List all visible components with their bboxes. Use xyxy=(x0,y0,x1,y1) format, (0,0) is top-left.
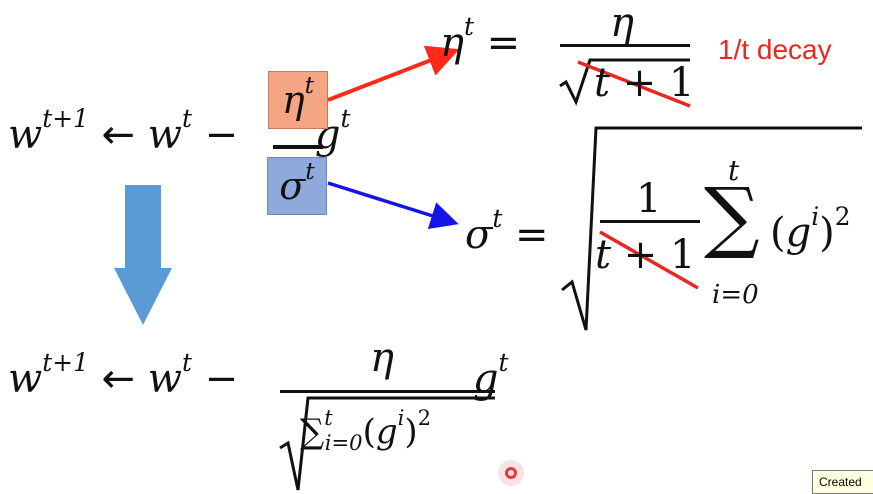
pointer-indicator xyxy=(498,460,524,486)
t-superscript: t xyxy=(463,11,474,41)
g-symbol: g xyxy=(785,210,812,256)
numerator-one: 1 xyxy=(636,176,662,222)
i-superscript: i xyxy=(811,201,820,231)
eta-symbol: η xyxy=(440,20,464,66)
summation-sign: ∑ xyxy=(704,172,760,262)
sigma-definition-lhs: σt = xyxy=(465,206,549,258)
sigma-symbol: σ xyxy=(279,164,306,208)
sigma-denominator: t + 1 xyxy=(595,232,695,278)
sigma-highlight-box: σt xyxy=(267,157,327,215)
fraction-bar xyxy=(600,220,700,223)
down-arrow xyxy=(114,185,172,325)
t-superscript: t xyxy=(340,103,351,133)
squared-exponent: 2 xyxy=(417,405,432,431)
eta-symbol: η xyxy=(281,78,305,122)
minus-sign: − xyxy=(204,112,239,158)
w-symbol: w xyxy=(147,356,182,402)
strike-t-plus-1-sigma xyxy=(599,230,699,290)
t-superscript: t xyxy=(492,203,503,233)
assign-arrow: ← xyxy=(101,112,136,158)
equals-sign: = xyxy=(515,212,549,258)
squared-exponent: 2 xyxy=(834,201,851,231)
assign-arrow: ← xyxy=(101,356,136,402)
t-symbol: t xyxy=(594,60,611,106)
fraction-bar xyxy=(280,390,495,393)
plus-one: + 1 xyxy=(623,232,696,278)
eta-definition-lhs: ηt = xyxy=(440,14,521,66)
fraction-bar xyxy=(560,44,690,47)
eta-t-term: ηt xyxy=(269,73,327,122)
fraction-bar xyxy=(273,145,323,149)
t-superscript: t xyxy=(304,70,315,99)
blue-arrow xyxy=(327,181,459,230)
eta-highlight-box: ηt xyxy=(268,71,328,129)
sqrt-sigma-outer xyxy=(561,126,862,331)
red-arrow xyxy=(327,45,460,102)
i-superscript: i xyxy=(397,405,405,431)
update-rule-adagrad: wt+1 ← wt − gt xyxy=(8,350,508,402)
sqrt-bottom-denominator xyxy=(279,396,495,491)
strike-t-plus-1-top xyxy=(577,60,691,108)
plus-one: + 1 xyxy=(622,60,695,106)
sigma-symbol: σ xyxy=(465,212,493,258)
sqrt-eta-denominator xyxy=(559,58,690,106)
tooltip: Created xyxy=(812,470,873,494)
bottom-numerator-eta: η xyxy=(370,335,394,381)
t-superscript: t xyxy=(498,347,509,377)
sigma-t-term: σt xyxy=(268,159,326,208)
t-symbol: t xyxy=(595,232,612,278)
w-symbol: w xyxy=(8,356,43,402)
bottom-denominator: ∑ti=0(gi)2 xyxy=(300,405,432,456)
equals-sign: = xyxy=(486,20,521,66)
t-plus-1-superscript: t+1 xyxy=(42,347,89,377)
w-symbol: w xyxy=(8,112,43,158)
t-plus-1-superscript: t+1 xyxy=(42,103,89,133)
minus-sign: − xyxy=(204,356,239,402)
g-symbol: g xyxy=(472,356,499,402)
sum-upper-limit: t xyxy=(324,405,333,431)
w-symbol: w xyxy=(147,112,182,158)
g-symbol: g xyxy=(375,412,398,452)
sum-upper-limit: t xyxy=(728,154,740,187)
gradient-squared-term: (gi)2 xyxy=(770,201,851,256)
eta-numerator: η xyxy=(610,0,634,46)
decay-annotation: 1/t decay xyxy=(718,34,832,65)
sum-lower-limit: i=0 xyxy=(712,280,759,310)
t-superscript: t xyxy=(181,103,192,133)
eta-denominator: t + 1 xyxy=(560,60,694,106)
t-superscript: t xyxy=(181,347,192,377)
sum-lower-limit: i=0 xyxy=(324,430,363,456)
t-superscript: t xyxy=(305,156,315,185)
summation-sign: ∑ xyxy=(300,412,325,452)
